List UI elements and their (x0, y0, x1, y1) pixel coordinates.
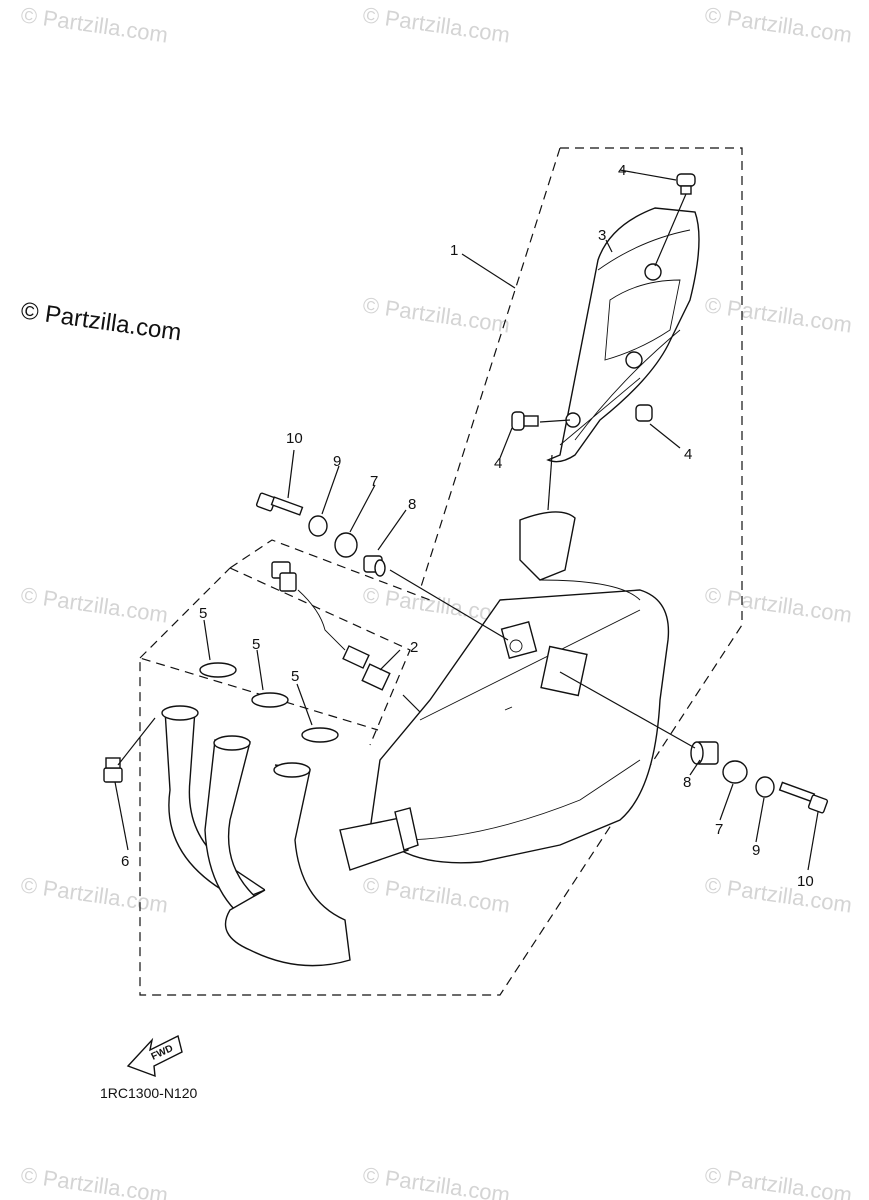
diagram-code: 1RC1300-N120 (100, 1085, 197, 1101)
grommet-7-right (722, 760, 748, 784)
collar-8-left (363, 555, 386, 577)
screw-4-left (511, 411, 539, 431)
watermark: © Partzilla.com (703, 2, 853, 47)
callout-3: 3 (598, 227, 606, 244)
callout-5: 5 (252, 636, 260, 653)
nut-6 (103, 757, 123, 783)
callout-1: 1 (450, 242, 458, 259)
watermark: © Partzilla.com (703, 582, 853, 627)
callout-4: 4 (684, 446, 692, 463)
exhaust-headers (161, 705, 419, 967)
watermark: © Partzilla.com (703, 292, 853, 337)
forward-arrow-icon: FWD (126, 1034, 183, 1078)
watermark: © Partzilla.com (361, 2, 511, 47)
watermark: © Partzilla.com (361, 292, 511, 337)
callout-8: 8 (408, 496, 416, 513)
screw-4-right (635, 404, 653, 422)
watermark: © Partzilla.com (703, 872, 853, 917)
gasket-5-c (301, 727, 339, 743)
assembly-outline (139, 147, 743, 996)
callout-5: 5 (291, 668, 299, 685)
washer-9-left (308, 515, 328, 537)
washer-9-right (755, 776, 775, 798)
watermark: © Partzilla.com (19, 1162, 169, 1200)
gasket-group-outline (139, 567, 411, 746)
callout-10: 10 (797, 873, 814, 890)
callout-9: 9 (333, 453, 341, 470)
watermark: © Partzilla.com (19, 872, 169, 917)
watermark-layer: © Partzilla.com © Partzilla.com © Partzi… (19, 2, 853, 1200)
callout-6: 6 (121, 853, 129, 870)
gasket-5-b (251, 692, 289, 708)
watermark: © Partzilla.com (361, 1162, 511, 1200)
sensor-group-outline (229, 539, 431, 601)
heat-protector (546, 207, 700, 463)
bolt-10-right (778, 781, 829, 814)
watermark: © Partzilla.com (361, 872, 511, 917)
watermark: © Partzilla.com (703, 1162, 853, 1200)
callout-7: 7 (715, 821, 723, 838)
callout-7: 7 (370, 473, 378, 490)
callout-5: 5 (199, 605, 207, 622)
gasket-5-a (199, 662, 237, 678)
brand-watermark: © Partzilla.com (19, 297, 183, 346)
callout-9: 9 (752, 842, 760, 859)
screw-4-top (676, 173, 696, 195)
collar-8-right (690, 741, 719, 765)
callout-8: 8 (683, 774, 691, 791)
muffler (369, 511, 670, 864)
grommet-7-left (334, 532, 358, 558)
callout-10: 10 (286, 430, 303, 447)
callout-2: 2 (410, 639, 418, 656)
bolt-10-left (255, 492, 304, 516)
watermark: © Partzilla.com (19, 2, 169, 47)
callout-4: 4 (618, 162, 626, 179)
watermark: © Partzilla.com (19, 582, 169, 627)
callout-4: 4 (494, 455, 502, 472)
cover-link-line (419, 147, 561, 591)
leader-lines (114, 169, 819, 871)
o2-sensor (271, 561, 391, 691)
